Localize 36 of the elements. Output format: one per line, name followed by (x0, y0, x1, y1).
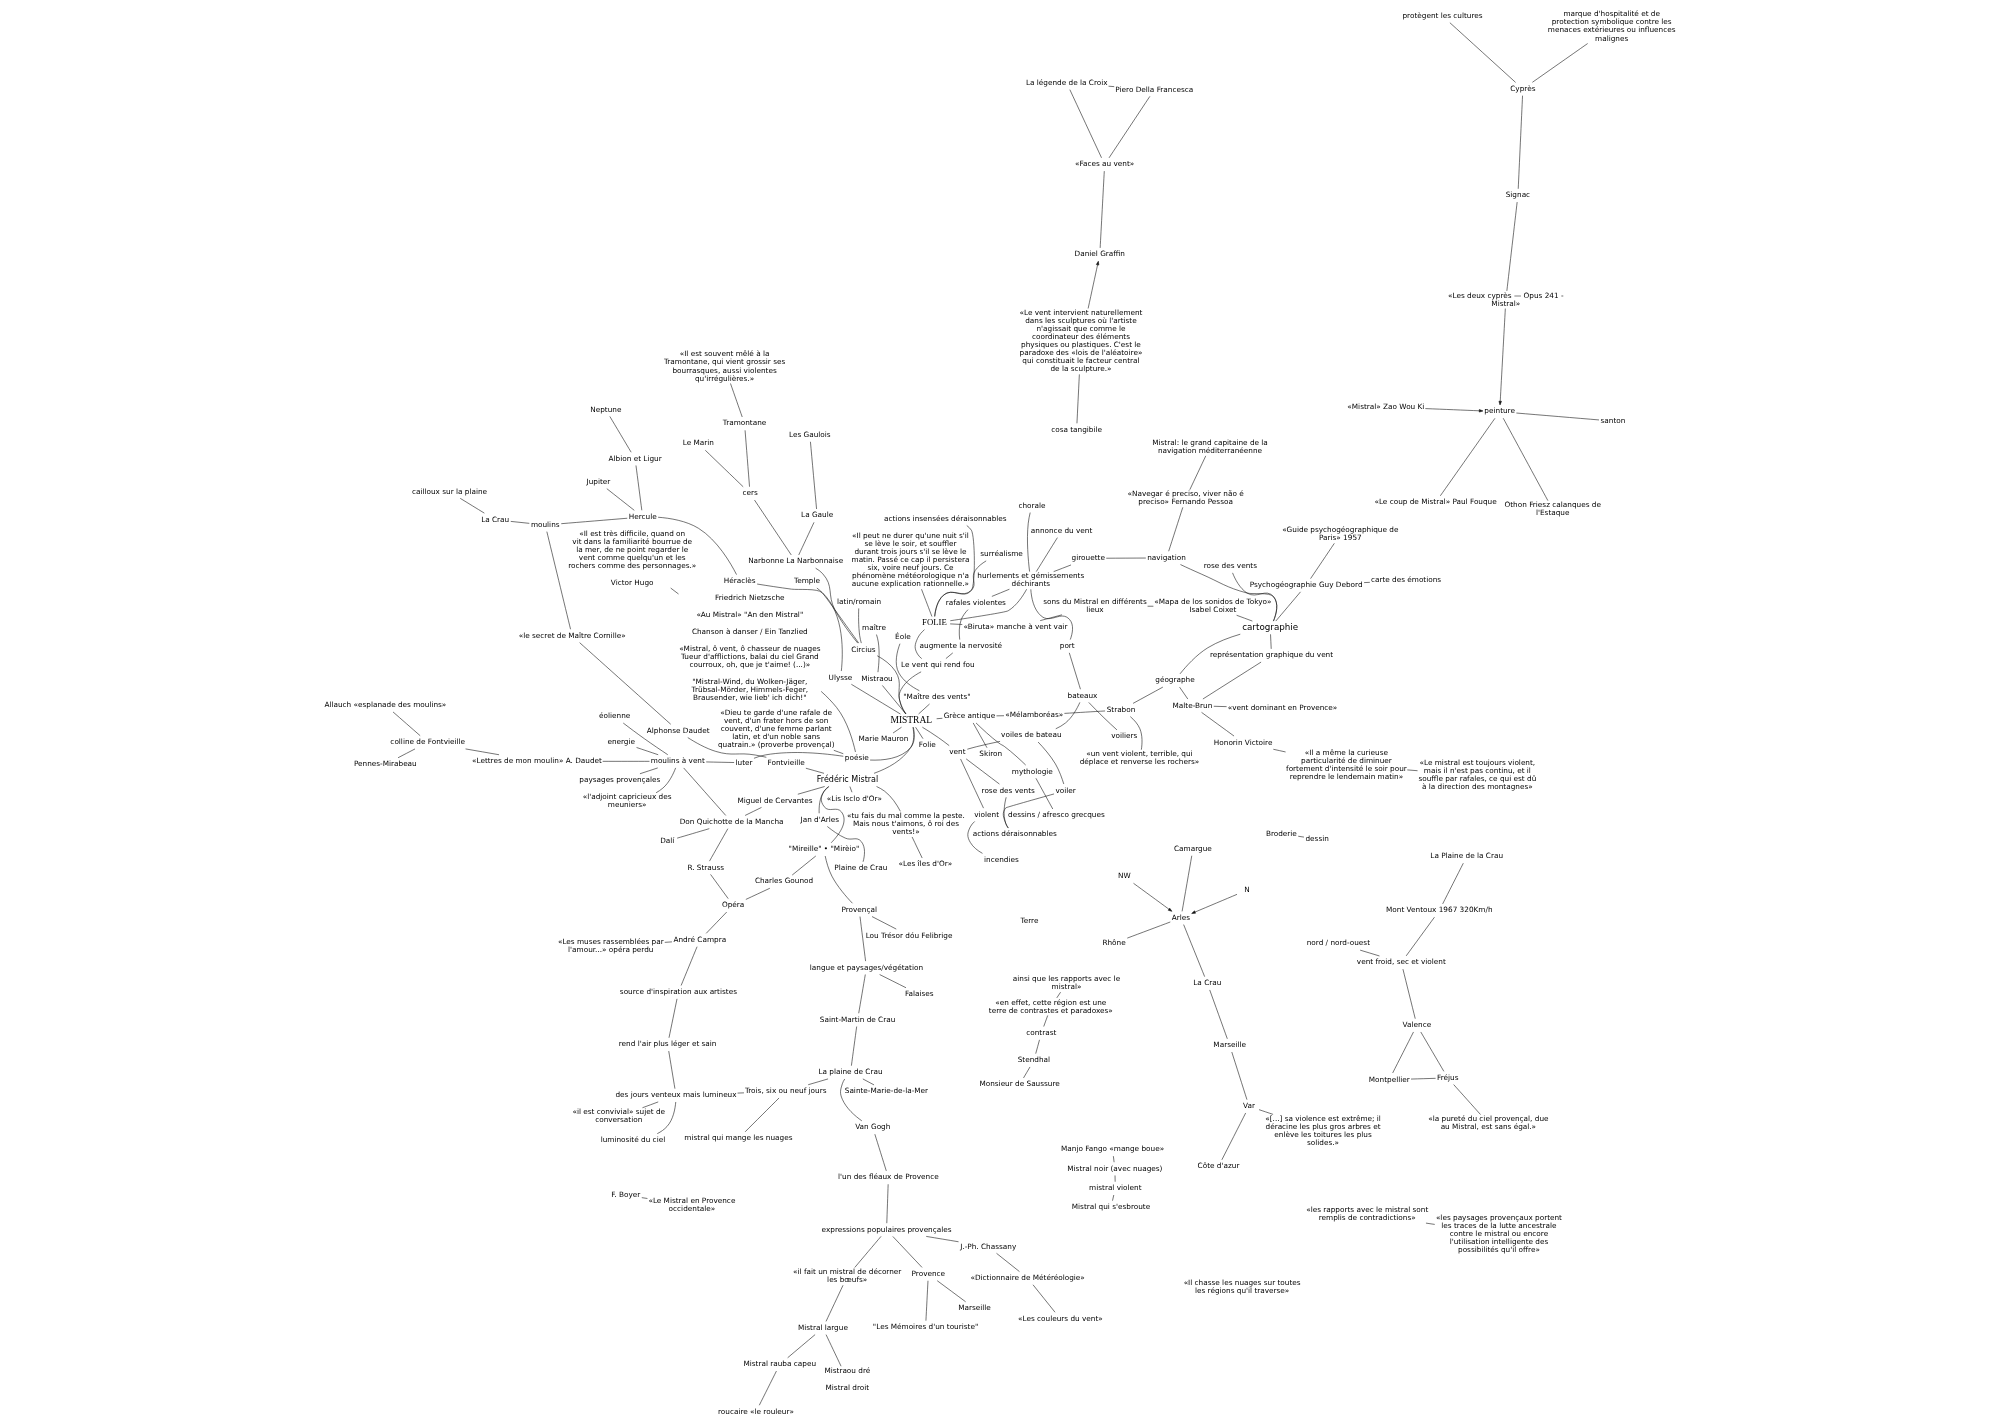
connector (1055, 702, 1081, 730)
arrow (1191, 894, 1238, 914)
connector (876, 655, 907, 715)
connector (1039, 614, 1063, 621)
connector (815, 567, 859, 644)
connector (949, 623, 963, 625)
connector (818, 786, 830, 814)
connector (869, 726, 915, 761)
connector (821, 786, 845, 844)
connector (816, 587, 859, 644)
arrow (1425, 408, 1484, 413)
connector (873, 726, 915, 774)
connector (967, 741, 1001, 750)
node-text: cartographie (1242, 621, 1299, 632)
connector (958, 609, 969, 640)
connector (1180, 564, 1278, 622)
node-text: MISTRAL (890, 714, 933, 725)
connector (1003, 793, 1055, 829)
arrow (1498, 308, 1506, 406)
arrow (1133, 883, 1173, 912)
connector (827, 826, 865, 863)
connector (882, 685, 907, 715)
connector (972, 722, 988, 748)
node-text: FOLIE (922, 617, 947, 628)
connector (1035, 777, 1054, 810)
arrow (1087, 260, 1100, 309)
connector (1088, 702, 1118, 731)
connector (921, 588, 933, 617)
connector (756, 583, 843, 672)
connector (876, 634, 880, 673)
connector (896, 643, 920, 691)
connector (934, 525, 975, 617)
connector (797, 786, 825, 795)
connector (1064, 710, 1106, 714)
connector (1030, 589, 1073, 640)
connector (898, 671, 922, 715)
